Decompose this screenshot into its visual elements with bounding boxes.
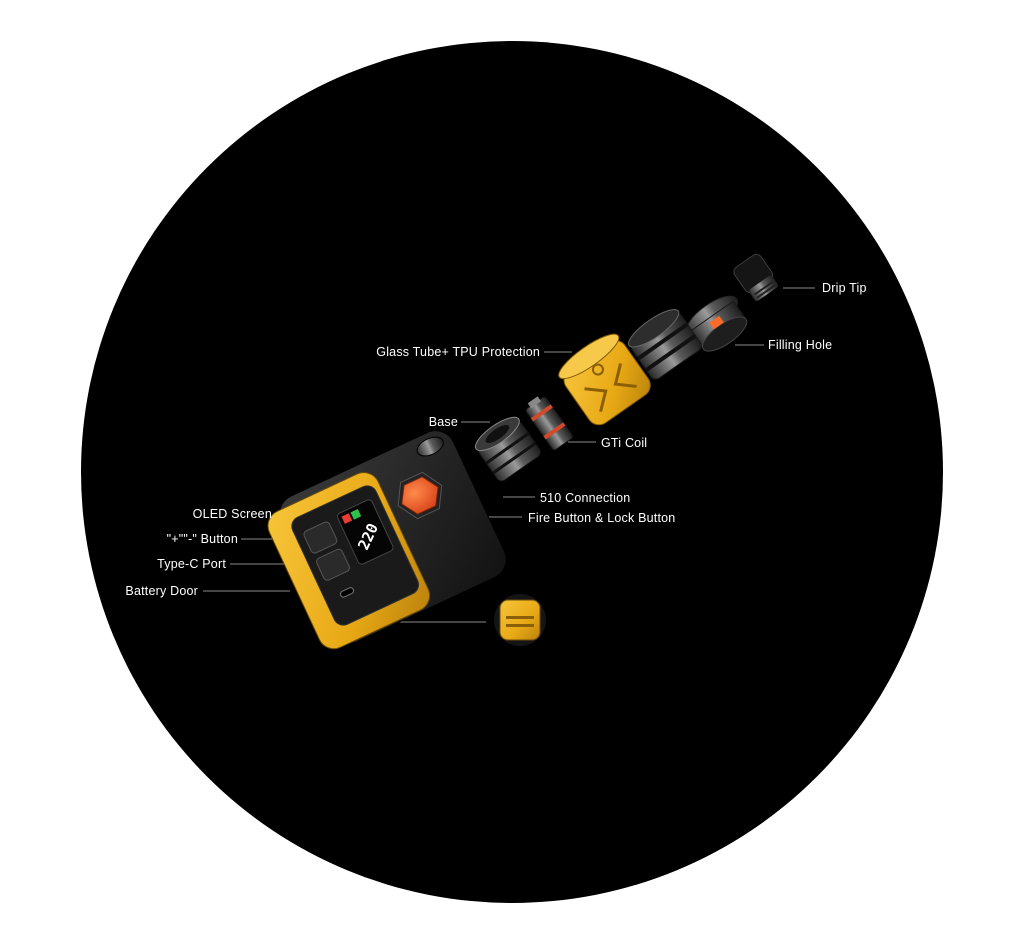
label-glass-tube: Glass Tube+ TPU Protection [376, 345, 540, 359]
tank-base [474, 416, 541, 482]
label-gti-coil: GTi Coil [601, 436, 648, 450]
label-type-c-port: Type-C Port [157, 557, 226, 571]
label-fire-button: Fire Button & Lock Button [528, 511, 676, 525]
label-510-connection: 510 Connection [540, 491, 631, 505]
label-oled-screen: OLED Screen [192, 507, 272, 521]
mod-body [267, 430, 507, 650]
bottom-cap [494, 594, 546, 646]
top-cap-filling-hole [685, 295, 748, 352]
label-plus-minus-button: "+""-" Button [166, 532, 238, 546]
glass-tube-tpu-protection [558, 333, 651, 426]
label-base: Base [428, 415, 458, 429]
label-battery-door: Battery Door [125, 584, 198, 598]
label-filling-hole: Filling Hole [768, 338, 833, 352]
gti-coil [525, 396, 573, 451]
drip-tip [733, 253, 778, 301]
tank-chimney [628, 309, 702, 380]
label-drip-tip: Drip Tip [822, 281, 867, 295]
